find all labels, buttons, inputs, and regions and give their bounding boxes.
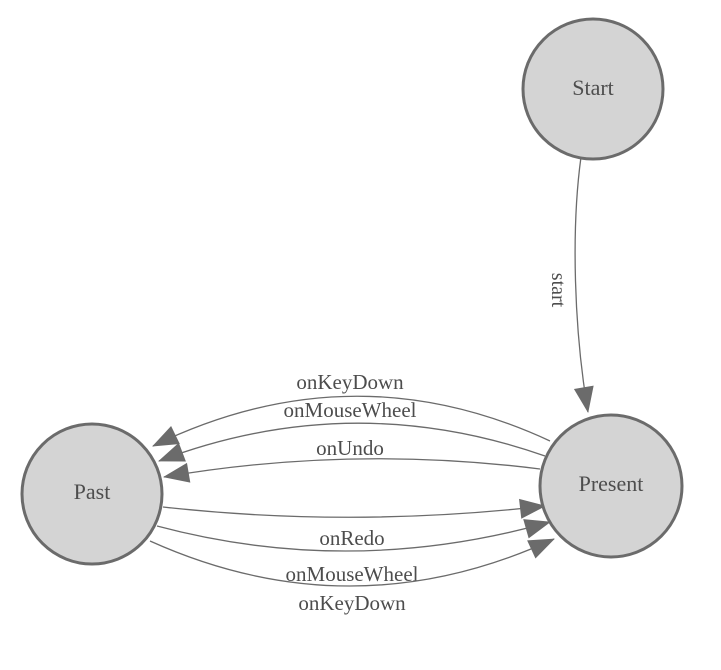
transition-edge-onmousewheel-up[interactable] — [158, 422, 546, 462]
transition-edge-onkeydown-up[interactable] — [152, 395, 551, 447]
transition-label-onmousewheel-down: onMouseWheel — [286, 562, 419, 586]
transition-label-onmousewheel-up: onMouseWheel — [284, 398, 417, 422]
transition-start-to-present[interactable]: start — [547, 156, 594, 413]
transition-label-onundo: onUndo — [316, 436, 384, 460]
transition-label-onkeydown-down: onKeyDown — [298, 591, 406, 615]
state-node-past[interactable]: Past — [20, 422, 164, 566]
transition-edge-onkeydown-down[interactable] — [149, 538, 555, 587]
transition-edge-onmousewheel-down[interactable] — [156, 519, 551, 552]
transition-present-to-past-onundo[interactable]: onUndo — [163, 436, 541, 483]
transition-label-onkeydown-up: onKeyDown — [296, 370, 404, 394]
state-node-start[interactable]: Start — [521, 17, 665, 161]
state-circle-start[interactable] — [521, 17, 665, 161]
transition-edge-onredo[interactable] — [162, 498, 546, 519]
state-label-past: Past — [74, 479, 111, 504]
transition-past-to-present-onredo[interactable]: onRedo — [162, 498, 546, 550]
state-circle-past[interactable] — [20, 422, 164, 566]
state-circle-present[interactable] — [538, 413, 684, 559]
transition-present-to-past-onmousewheel[interactable]: onMouseWheel — [158, 398, 546, 462]
transition-past-to-present-onmousewheel[interactable]: onMouseWheel — [156, 519, 551, 586]
transition-label-onredo: onRedo — [319, 526, 384, 550]
transition-present-to-past-onkeydown[interactable]: onKeyDown — [152, 370, 551, 447]
state-label-start: Start — [572, 75, 614, 100]
state-node-present[interactable]: Present — [538, 413, 684, 559]
transition-past-to-present-onkeydown[interactable]: onKeyDown — [149, 538, 555, 615]
transition-edge-start[interactable] — [573, 156, 594, 413]
transition-label-start: start — [547, 273, 569, 308]
transition-edge-onundo[interactable] — [163, 458, 541, 483]
state-label-present: Present — [579, 471, 644, 496]
